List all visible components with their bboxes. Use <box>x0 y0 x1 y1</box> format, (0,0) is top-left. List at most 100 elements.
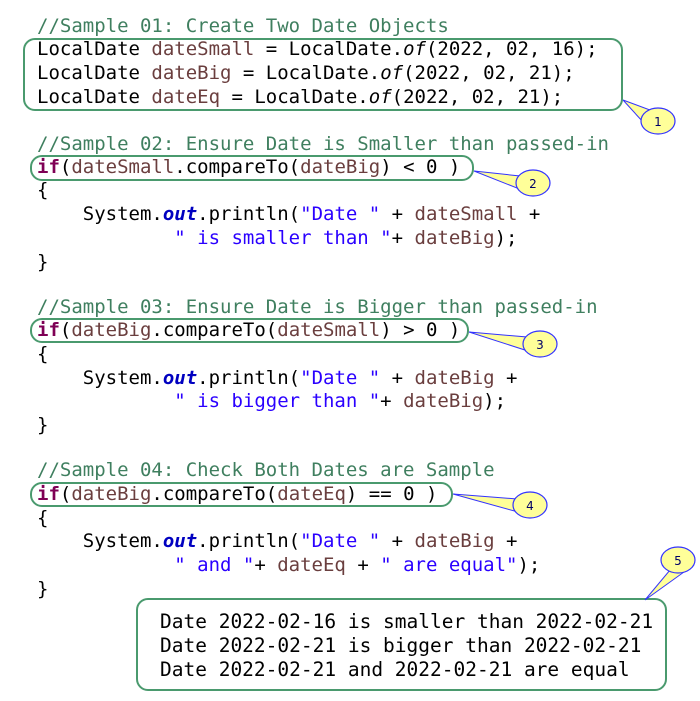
keyword: if <box>37 156 60 178</box>
code-text: ( <box>59 483 72 505</box>
variable: dateBig <box>414 227 495 249</box>
code-text: + <box>380 390 404 412</box>
variable: dateEq <box>151 86 221 108</box>
code-line: //Sample 04: Check Both Dates are Sample <box>37 458 495 482</box>
variable: dateSmall <box>71 156 175 178</box>
variable: dateBig <box>300 156 381 178</box>
variable: dateBig <box>151 62 232 84</box>
code-text: .println( <box>197 367 301 389</box>
code-text: = LocalDate. <box>231 62 381 84</box>
static-field: out <box>162 367 198 389</box>
code-text: } <box>37 414 49 436</box>
variable: dateEq <box>277 483 346 505</box>
code-text: = LocalDate. <box>220 86 369 108</box>
variable: dateBig <box>71 483 152 505</box>
code-line: " is smaller than "+ dateBig); <box>37 226 517 250</box>
callout-1: 1 <box>622 99 676 135</box>
highlight-box-3 <box>30 318 469 343</box>
code-text: ); <box>517 554 541 576</box>
code-text: LocalDate <box>37 86 152 108</box>
code-line: System.out.println("Date " + dateSmall + <box>37 202 541 226</box>
code-text: .compareTo( <box>151 483 278 505</box>
callout-3: 3 <box>468 330 558 358</box>
code-line: //Sample 03: Ensure Date is Bigger than … <box>37 295 598 319</box>
code-text: + <box>380 203 415 225</box>
highlight-box-2 <box>30 155 474 181</box>
code-text: System. <box>37 530 163 552</box>
static-field: out <box>162 530 198 552</box>
svg-text:4: 4 <box>526 499 534 513</box>
code-text: ( <box>59 156 72 178</box>
code-text: LocalDate <box>37 62 152 84</box>
code-text: ) < 0 ) <box>380 156 461 178</box>
code-line: if(dateBig.compareTo(dateEq) == 0 ) <box>37 482 437 506</box>
code-text: ) == 0 ) <box>345 483 438 505</box>
code-text: + <box>380 367 415 389</box>
svg-text:2: 2 <box>529 177 537 191</box>
method-name: of <box>403 38 426 60</box>
code-text: } <box>37 251 49 273</box>
variable: dateBig <box>71 319 152 341</box>
callout-2: 2 <box>473 169 551 197</box>
variable: dateSmall <box>414 203 518 225</box>
svg-text:5: 5 <box>674 554 682 568</box>
code-line: { <box>37 342 48 366</box>
variable: dateBig <box>414 530 495 552</box>
code-line: " is bigger than "+ dateBig); <box>37 389 506 413</box>
comment: //Sample 01: Create Two Date Objects <box>37 15 449 37</box>
code-text: (2022, 02, 21); <box>403 62 575 84</box>
variable: dateSmall <box>277 319 381 341</box>
variable: dateBig <box>403 390 484 412</box>
method-name: of <box>380 62 404 84</box>
code-line: } <box>37 577 48 601</box>
svg-text:3: 3 <box>536 338 544 352</box>
code-line: //Sample 01: Create Two Date Objects <box>37 14 449 38</box>
comment: //Sample 04: Check Both Dates are Sample <box>37 459 495 481</box>
code-line: LocalDate dateEq = LocalDate.of(2022, 02… <box>37 85 563 109</box>
code-text: (2022, 02, 21); <box>391 86 564 108</box>
string-literal: " is smaller than " <box>37 227 392 249</box>
console-output: Date 2022-02-16 is smaller than 2022-02-… <box>136 598 667 691</box>
keyword: if <box>37 483 60 505</box>
code-text: + <box>345 554 381 576</box>
variable: dateSmall <box>151 38 255 60</box>
string-literal: " and " <box>37 554 255 576</box>
code-text: System. <box>37 203 163 225</box>
string-literal: "Date " <box>300 367 381 389</box>
comment: //Sample 03: Ensure Date is Bigger than … <box>37 296 598 318</box>
code-text: .println( <box>197 530 301 552</box>
code-text: } <box>37 578 49 600</box>
code-text: + <box>254 554 278 576</box>
code-text: = LocalDate. <box>254 38 404 60</box>
string-literal: "Date " <box>300 203 381 225</box>
output-line: Date 2022-02-16 is smaller than 2022-02-… <box>160 610 654 633</box>
code-line: } <box>37 413 48 437</box>
code-line: //Sample 02: Ensure Date is Smaller than… <box>37 132 609 156</box>
code-line: System.out.println("Date " + dateBig + <box>37 529 518 553</box>
code-text: ); <box>483 390 507 412</box>
callout-4: 4 <box>452 491 548 519</box>
code-text: System. <box>37 367 163 389</box>
code-text: + <box>494 530 518 552</box>
code-line: LocalDate dateBig = LocalDate.of(2022, 0… <box>37 61 575 85</box>
code-line: System.out.println("Date " + dateBig + <box>37 366 518 390</box>
highlight-box-4 <box>30 482 453 507</box>
code-text: { <box>37 507 49 529</box>
static-field: out <box>162 203 198 225</box>
svg-text:1: 1 <box>654 115 662 129</box>
variable: dateEq <box>277 554 346 576</box>
code-text: (2022, 02, 16); <box>425 38 598 60</box>
code-text: .println( <box>197 203 301 225</box>
code-text: + <box>494 367 518 389</box>
code-text: ) > 0 ) <box>380 319 461 341</box>
variable: dateBig <box>414 367 495 389</box>
code-text: ( <box>59 319 72 341</box>
keyword: if <box>37 319 60 341</box>
code-line: LocalDate dateSmall = LocalDate.of(2022,… <box>37 37 598 61</box>
string-literal: " is bigger than " <box>37 390 381 412</box>
highlight-box-1 <box>23 38 623 111</box>
code-line: } <box>37 250 48 274</box>
code-line: if(dateSmall.compareTo(dateBig) < 0 ) <box>37 155 460 179</box>
code-text: + <box>517 203 541 225</box>
